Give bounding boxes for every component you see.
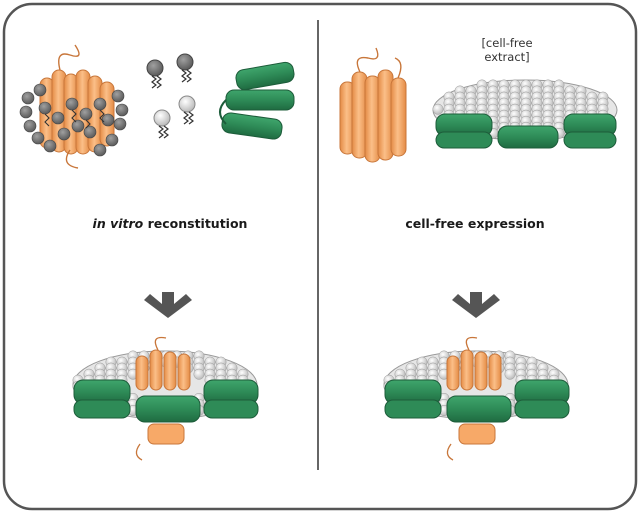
embedded-protein-icon — [446, 336, 502, 461]
arrow-down-icon — [144, 292, 192, 318]
arrow-down-icon — [452, 292, 500, 318]
embedded-protein-icon — [135, 336, 191, 461]
free-lipids — [146, 53, 196, 139]
membrane-protein-icon — [339, 47, 407, 163]
note-line-2: extract] — [484, 50, 530, 64]
protein-loaded-nanodisc-left — [72, 336, 259, 461]
protein-loaded-nanodisc-right — [383, 336, 570, 461]
lipid-light-icon — [178, 95, 196, 125]
lipid-bead — [504, 368, 516, 380]
method-label-in-vitro: in vitro reconstitution — [60, 216, 280, 231]
lipid-bead — [193, 368, 205, 380]
detergent-tails — [44, 109, 105, 129]
detergent-solubilized-protein — [19, 44, 129, 169]
lipid-dark-icon — [146, 59, 164, 89]
scaffold-protein-icon — [219, 61, 295, 140]
method-label-italic: in vitro — [92, 216, 144, 231]
method-label-cell-free: cell-free expression — [405, 216, 545, 231]
note-line-1: [cell-free — [481, 36, 533, 50]
method-label-rest: reconstitution — [143, 216, 248, 231]
empty-nanodisc-icon — [432, 79, 618, 149]
cell-free-extract-note: [cell-free extract] — [452, 36, 562, 64]
detergent-beads — [19, 83, 129, 157]
lipid-bead — [432, 103, 444, 115]
lipid-dark-icon — [176, 53, 194, 83]
lipid-light-icon — [153, 109, 171, 139]
